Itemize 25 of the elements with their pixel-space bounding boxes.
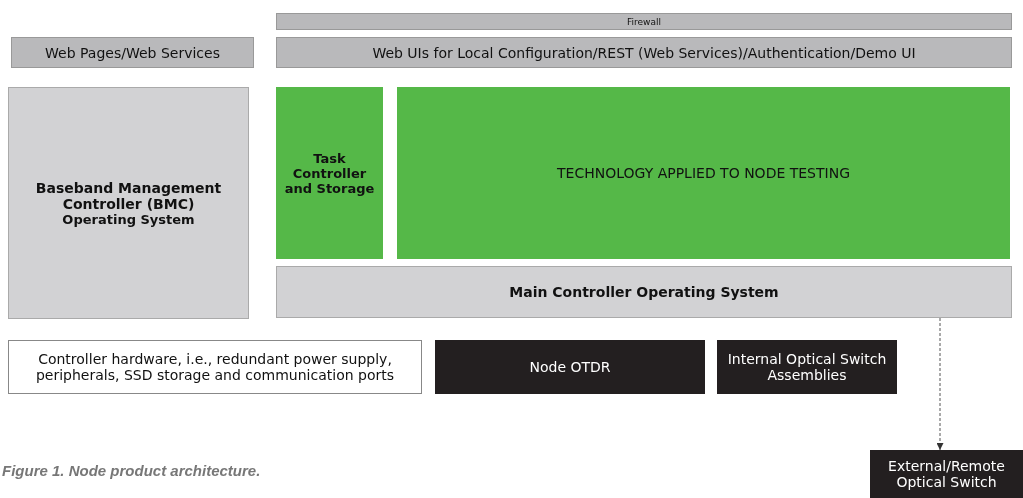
box-label: Main Controller Operating System (508, 284, 780, 300)
figure-caption: Figure 1. Node product architecture. (2, 462, 261, 479)
box-label: Web Pages/Web Services (44, 44, 221, 61)
hardware-box (717, 340, 897, 394)
box-label: TECHNOLOGY APPLIED TO NODE TESTING (556, 165, 851, 181)
firewall-bar (276, 13, 1012, 30)
controller-box (8, 87, 249, 319)
box-label: Node OTDR (528, 359, 612, 375)
os-bar (276, 266, 1012, 318)
box-label: Web UIs for Local Configuration/REST (Web Services)/Authentication/Demo UI (371, 44, 917, 61)
box-label: Task Controller and Storage (283, 150, 376, 196)
switch-box (870, 450, 1023, 498)
box-label: Controller hardware, i.e., redundant power supply, peripherals, SSD storage and communication ports (34, 351, 396, 383)
box-label: Internal Optical Switch Assemblies (726, 351, 888, 383)
arrow (936, 317, 944, 451)
box-label: External/Remote Optical Switch (887, 458, 1006, 490)
box-label: Baseband Management Controller (BMC) (34, 179, 223, 212)
module-box (276, 87, 383, 259)
hardware-box (435, 340, 705, 394)
module-box (397, 87, 1010, 259)
box-label: Firewall (626, 16, 662, 27)
hardware-box (8, 340, 422, 394)
layer-box (11, 37, 254, 68)
layer-box (276, 37, 1012, 68)
box-sublabel: Operating System (61, 211, 196, 227)
